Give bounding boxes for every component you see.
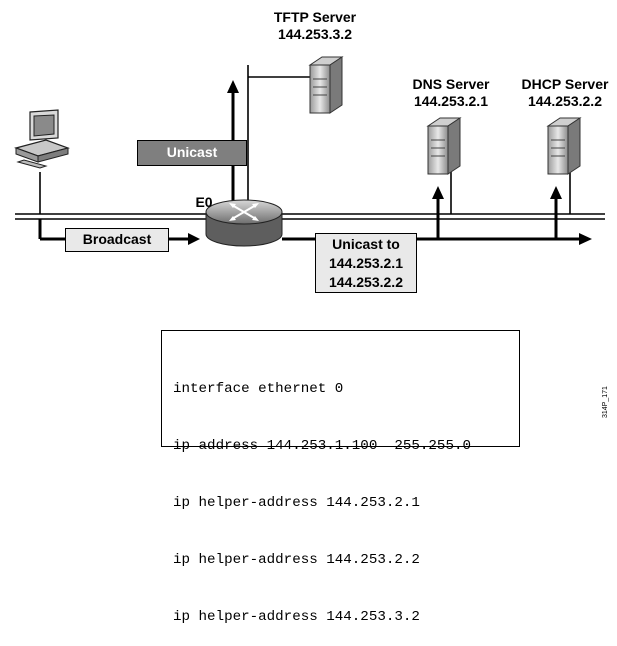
router-icon [205, 199, 283, 247]
dhcp-server-label: DHCP Server 144.253.2.2 [510, 76, 617, 110]
config-panel: interface ethernet 0 ip address 144.253.… [161, 330, 520, 625]
dns-server-ip: 144.253.2.1 [414, 93, 488, 109]
figure-id: 314P_171 [602, 386, 609, 418]
workstation-icon [14, 109, 70, 169]
dhcp-server-name: DHCP Server [521, 76, 609, 92]
tftp-server-icon [308, 56, 344, 114]
config-line: ip helper-address 144.253.3.2 [173, 609, 420, 625]
unicast-to-title: Unicast to [332, 236, 400, 252]
config-line: ip helper-address 144.253.2.2 [173, 552, 420, 568]
tftp-server-name: TFTP Server [273, 9, 357, 25]
ethernet-backbone [15, 213, 605, 220]
tftp-server-ip: 144.253.3.2 [278, 26, 352, 42]
dns-server-icon [426, 117, 462, 175]
unicast-to-box: Unicast to 144.253.2.1 144.253.2.2 [315, 233, 417, 293]
unicast-to-ip-1: 144.253.2.1 [329, 255, 403, 271]
unicast-to-ip-2: 144.253.2.2 [329, 274, 403, 290]
broadcast-label: Broadcast [65, 228, 169, 252]
config-line: ip helper-address 144.253.2.1 [173, 495, 420, 511]
unicast-label: Unicast [137, 140, 247, 166]
config-line: interface ethernet 0 [173, 381, 344, 397]
server-links [450, 170, 571, 214]
tftp-server-label: TFTP Server 144.253.3.2 [255, 9, 375, 43]
dhcp-server-icon [546, 117, 582, 175]
dhcp-server-ip: 144.253.2.2 [528, 93, 602, 109]
router-interface-label: E0 [195, 194, 213, 210]
dns-server-label: DNS Server 144.253.2.1 [396, 76, 506, 110]
dns-server-name: DNS Server [412, 76, 490, 92]
tftp-segment [247, 65, 310, 214]
